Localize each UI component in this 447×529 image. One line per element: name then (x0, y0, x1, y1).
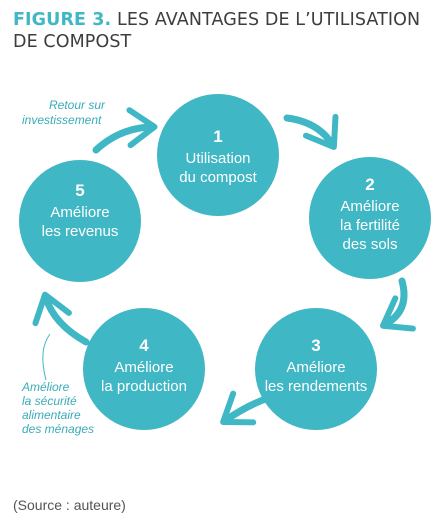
step-2-line3: des sols (342, 236, 397, 253)
note-retour-line1: Retour sur (49, 98, 106, 112)
step-1-line2: du compost (179, 169, 257, 186)
compost-benefits-cycle: 1 Utilisation du compost 2 Améliore la f… (19, 94, 431, 436)
note-securite-line4: des ménages (22, 422, 94, 436)
arrow-1-to-2 (283, 113, 339, 150)
step-3-line2: les rendements (265, 378, 368, 395)
step-3-number: 3 (311, 336, 320, 355)
step-4-line2: la production (101, 378, 187, 395)
note-securite-line2: la sécurité (22, 394, 77, 408)
figure-label: FIGURE 3. (13, 10, 112, 30)
arrow-4-to-5 (32, 291, 90, 346)
step-1-circle (157, 94, 279, 216)
source-caption: (Source : auteure) (13, 497, 126, 513)
note-securite-line1: Améliore (21, 380, 70, 394)
figure-title-line1: LES AVANTAGES DE L’UTILISATION (116, 10, 421, 30)
note-securite-line3: alimentaire (22, 408, 81, 422)
arrow-2-to-3 (380, 277, 416, 332)
step-3-line1: Améliore (286, 359, 345, 376)
step-4-number: 4 (139, 336, 149, 355)
step-2-circle (309, 157, 431, 279)
figure-title: FIGURE 3. LES AVANTAGES DE L’UTILISATION… (13, 9, 433, 53)
step-4-line1: Améliore (114, 359, 173, 376)
step-5-circle (19, 160, 141, 282)
step-2-line2: la fertilité (340, 217, 400, 234)
note-connector (42, 333, 51, 381)
step-5-line1: Améliore (50, 204, 109, 221)
step-1-number: 1 (213, 127, 222, 146)
step-2-number: 2 (365, 175, 374, 194)
step-4-circle (83, 308, 205, 430)
step-1-line1: Utilisation (185, 150, 250, 167)
arrow-5-to-1 (92, 107, 158, 154)
step-5-number: 5 (75, 181, 84, 200)
figure-title-line2: DE COMPOST (13, 32, 132, 52)
step-5-line2: les revenus (42, 223, 119, 240)
step-3-circle (255, 308, 377, 430)
note-retour-line2: investissement (22, 113, 102, 127)
arrow-3-to-4 (220, 390, 272, 426)
step-2-line1: Améliore (340, 198, 399, 215)
